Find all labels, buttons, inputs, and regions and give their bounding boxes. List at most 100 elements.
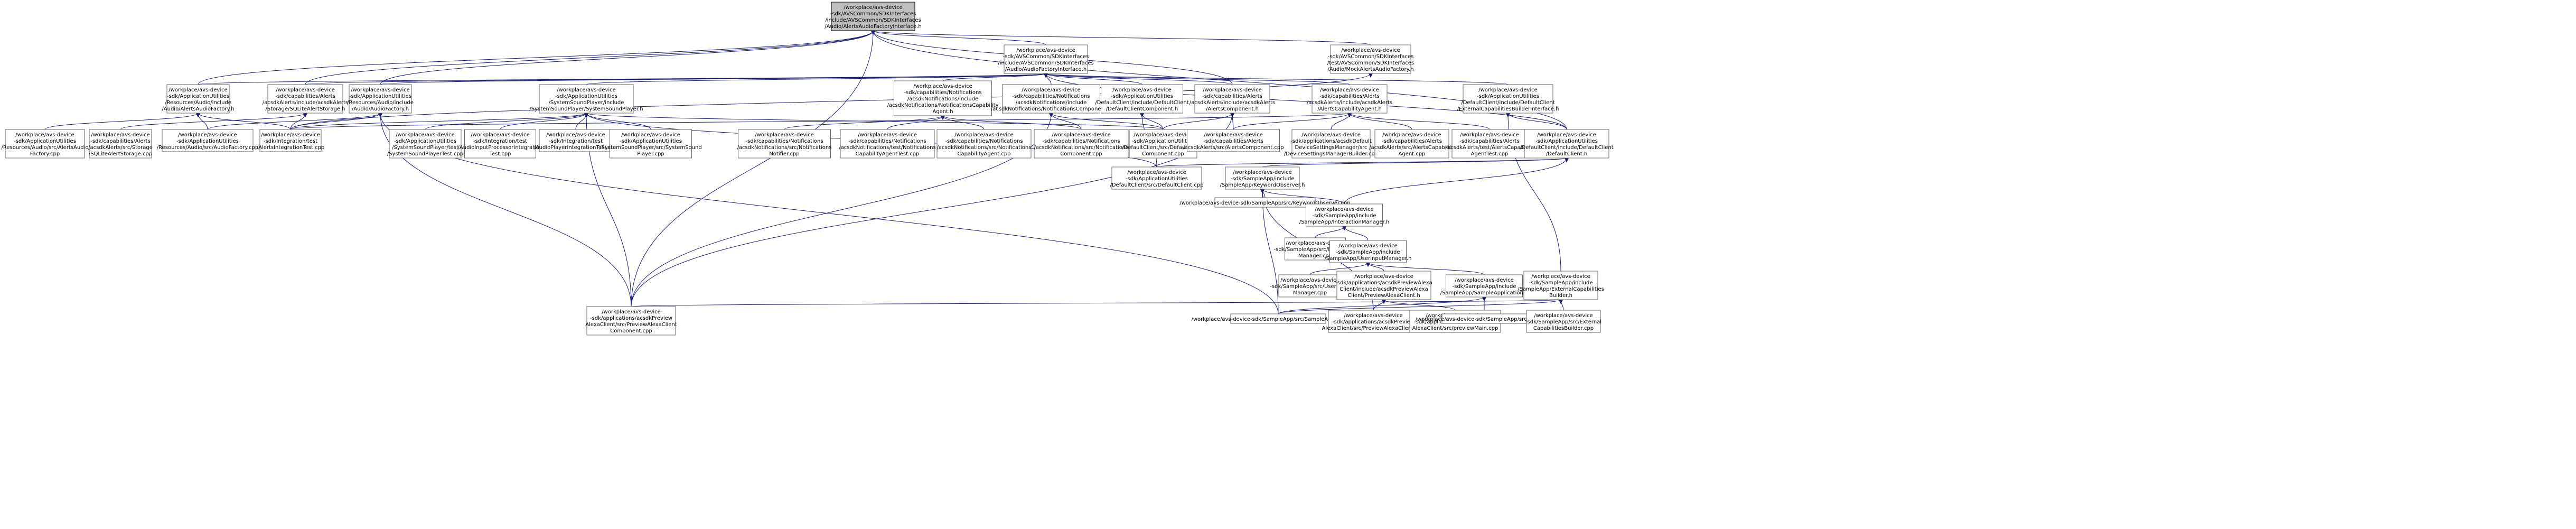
graph-node[interactable]: /workplace/avs-device-sdk/capabilities/A…	[263, 84, 348, 114]
graph-node[interactable]: /workplace/avs-device-sdk/ApplicationUti…	[347, 84, 414, 114]
node-label-line: /workplace/avs-device	[1286, 240, 1345, 246]
node-label-line: /acsdkAlerts/include/acsdkAlerts	[1189, 100, 1275, 106]
graph-node[interactable]: /workplace/avs-device-sdk/applications/a…	[1335, 271, 1432, 300]
node-box	[162, 129, 254, 152]
node-label-line: /workplace/avs-device-sdk/SampleApp/src/…	[1179, 200, 1350, 206]
graph-node[interactable]: /workplace/avs-device-sdk/ApplicationUti…	[162, 84, 235, 114]
node-label-line: /Resources/Audio/src/AlertsAudio	[1, 145, 88, 151]
dependency-edge	[1309, 262, 1370, 275]
node-label-line: /workplace/avs-device	[1016, 48, 1075, 53]
graph-node[interactable]: /workplace/avs-device-sdk/ApplicationUti…	[1, 129, 89, 159]
node-box	[1330, 44, 1411, 74]
graph-node[interactable]: /workplace/avs-device-sdk/Integration/te…	[257, 129, 325, 152]
node-label-line: /ExternalCapabilitiesBuilderInterface.h	[1457, 106, 1559, 112]
graph-node[interactable]: /workplace/avs-device-sdk/AVSCommon/SDKI…	[1327, 44, 1414, 74]
node-label-line: Component.cpp	[1142, 151, 1184, 157]
graph-node[interactable]: /workplace/avs-device-sdk/capabilities/N…	[991, 84, 1111, 114]
node-label-line: -sdk/capabilities/Alerts	[90, 138, 151, 144]
graph-node[interactable]: /workplace/avs-device-sdk/AVSCommon/SDKI…	[825, 2, 922, 31]
node-label-line: /workplace/avs-device	[1460, 132, 1519, 138]
graph-node[interactable]: /workplace/avs-device-sdk/AVSCommon/SDKI…	[998, 44, 1094, 74]
node-label-line: /SQLiteAlertStorage.cpp	[89, 151, 152, 157]
node-label-line: /AudioPlayerIntegrationTest.cpp	[533, 145, 617, 151]
node-label-line: /acsdkNotifications/include	[907, 96, 979, 102]
node-label-line: /workplace/avs-device	[1531, 274, 1590, 280]
graph-node[interactable]: /workplace/avs-device-sdk/applications/a…	[1322, 310, 1425, 333]
graph-node[interactable]: /workplace/avs-device-sdk/SampleApp/incl…	[1518, 271, 1604, 300]
node-label-line: /DefaultClient/src/DefaultClient	[1122, 145, 1204, 151]
node-label-line: /workplace/avs-device	[1320, 87, 1379, 93]
node-label-line: /acsdkNotifications/test/Notifications	[839, 145, 935, 151]
graph-node[interactable]: /workplace/avs-device-sdk/Integration/te…	[533, 129, 618, 152]
dependency-edge	[305, 30, 875, 85]
node-box	[1230, 313, 1326, 324]
graph-node[interactable]: /workplace/avs-device-sdk/ApplicationUti…	[1095, 84, 1189, 114]
graph-node[interactable]: /workplace/avs-device-sdk/SampleApp/incl…	[1440, 274, 1529, 298]
graph-node[interactable]: /workplace/avs-device-sdk/ApplicationUti…	[157, 129, 258, 152]
graph-node[interactable]: /workplace/avs-device-sdk/SampleApp/incl…	[1220, 166, 1305, 190]
dependency-edge	[631, 299, 1563, 307]
graph-node[interactable]: /workplace/avs-device-sdk/ApplicationUti…	[529, 84, 643, 114]
graph-node[interactable]: /workplace/avs-device-sdk/SampleApp/src/…	[1179, 197, 1351, 208]
dependency-edge	[1233, 113, 1352, 130]
node-label-line: /Resources/Audio/include	[165, 100, 231, 106]
graph-node[interactable]: /workplace/avs-device-sdk/SampleApp/incl…	[1299, 203, 1389, 227]
node-box	[840, 129, 935, 159]
node-box	[1306, 203, 1383, 227]
graph-node[interactable]: /workplace/avs-device-sdk/SampleApp/src/…	[1525, 310, 1601, 333]
node-label-line: /workplace/avs-device	[276, 87, 335, 93]
graph-node[interactable]: /workplace/avs-device-sdk/capabilities/N…	[936, 129, 1032, 159]
node-box	[1291, 129, 1371, 159]
dependency-edge	[425, 113, 588, 130]
node-label-line: /acsdkAlerts/test/AlertsCapability	[1446, 145, 1534, 151]
graph-node[interactable]: /workplace/avs-device-sdk/capabilities/A…	[1189, 84, 1275, 114]
node-label-line: -sdk/applications/acsdkDefault	[1290, 138, 1372, 144]
node-label-line: -sdk/capabilities/Alerts	[275, 94, 335, 99]
graph-node[interactable]: /workplace/avs-device-sdk/capabilities/N…	[887, 80, 999, 116]
node-label-line: AlexaClient/src/PreviewAlexaClient	[585, 322, 677, 328]
node-label-line: /workplace/avs-device	[91, 132, 150, 138]
node-label-line: Manager.cpp	[1293, 290, 1327, 296]
graph-node[interactable]: /workplace/avs-device-sdk/Integration/te…	[458, 129, 543, 159]
node-label-line: /workplace/avs-device	[913, 83, 972, 89]
graph-node[interactable]: /workplace/avs-device-sdk/SampleApp/src/…	[1192, 313, 1365, 324]
dependency-edge	[1373, 299, 1386, 311]
graph-node[interactable]: /workplace/avs-device-sdk/ApplicationUti…	[387, 129, 463, 159]
node-label-line: Agent.h	[932, 109, 953, 115]
graph-node[interactable]: /workplace/avs-device-sdk/SampleApp/src/…	[1270, 274, 1350, 298]
graph-node[interactable]: /workplace/avs-device-sdk/applications/a…	[585, 306, 677, 336]
node-label-line: /AlertsComponent.h	[1206, 106, 1259, 112]
graph-node[interactable]: /workplace/avs-device-sdk/applications/a…	[1284, 129, 1378, 159]
node-label-line: /DefaultClient/include/DefaultClient	[1461, 100, 1554, 106]
node-label-line: /AlertsCapabilityAgent.h	[1317, 106, 1382, 112]
node-label-line: /workplace/avs-device	[1455, 277, 1514, 283]
node-label-line: -sdk/SampleApp/src/Interaction	[1274, 247, 1357, 253]
node-box	[1328, 310, 1419, 333]
node-label-line: Client/include/acsdkPreviewAlexa	[1339, 286, 1428, 292]
node-label-line: /acsdkAlerts/src/AlertsComponent.cpp	[1183, 145, 1284, 151]
graph-node[interactable]: /workplace/avs-device-sdk/ApplicationUti…	[1122, 129, 1204, 159]
graph-node[interactable]: /workplace/avs-device-sdk/capabilities/A…	[1183, 129, 1284, 152]
dependency-edge	[1260, 189, 1279, 314]
graph-node[interactable]: /workplace/avs-device-sdk/ApplicationUti…	[1520, 129, 1614, 159]
graph-node[interactable]: /workplace/avs-device-sdk/capabilities/N…	[737, 129, 832, 159]
graph-node[interactable]: /workplace/avs-device-sdk/capabilities/N…	[839, 129, 936, 159]
dependency-edge	[120, 113, 307, 130]
graph-node[interactable]: /workplace/avs-device-sdk/capabilities/A…	[1307, 84, 1392, 114]
node-box	[389, 129, 462, 159]
dependency-edge	[44, 113, 200, 130]
dependency-edge	[1559, 299, 1564, 311]
graph-node[interactable]: /workplace/avs-device-sdk/ApplicationUti…	[1457, 84, 1559, 114]
graph-node[interactable]: /workplace/avs-device-sdk/capabilities/A…	[88, 129, 153, 159]
node-box	[267, 84, 343, 114]
node-label-line: Test.cpp	[489, 151, 511, 157]
graph-node[interactable]: /workplace/avs-device-sdk/SampleApp/incl…	[1325, 240, 1412, 263]
graph-node[interactable]: /workplace/avs-device-sdk/ApplicationUti…	[599, 129, 702, 159]
graph-node[interactable]: /workplace/avs-device-sdk/capabilities/A…	[1369, 129, 1455, 159]
dependency-edge	[1049, 113, 1164, 130]
node-label-line: Manager.cpp	[1298, 253, 1332, 259]
graph-node[interactable]: /workplace/avs-device-sdk/capabilities/A…	[1446, 129, 1534, 159]
graph-node[interactable]: /workplace/avs-device-sdk/capabilities/N…	[1034, 129, 1129, 159]
node-label-line: /workplace/avs-device	[1315, 207, 1374, 212]
graph-node[interactable]: /workplace/avs-device-sdk/ApplicationUti…	[1110, 166, 1204, 190]
